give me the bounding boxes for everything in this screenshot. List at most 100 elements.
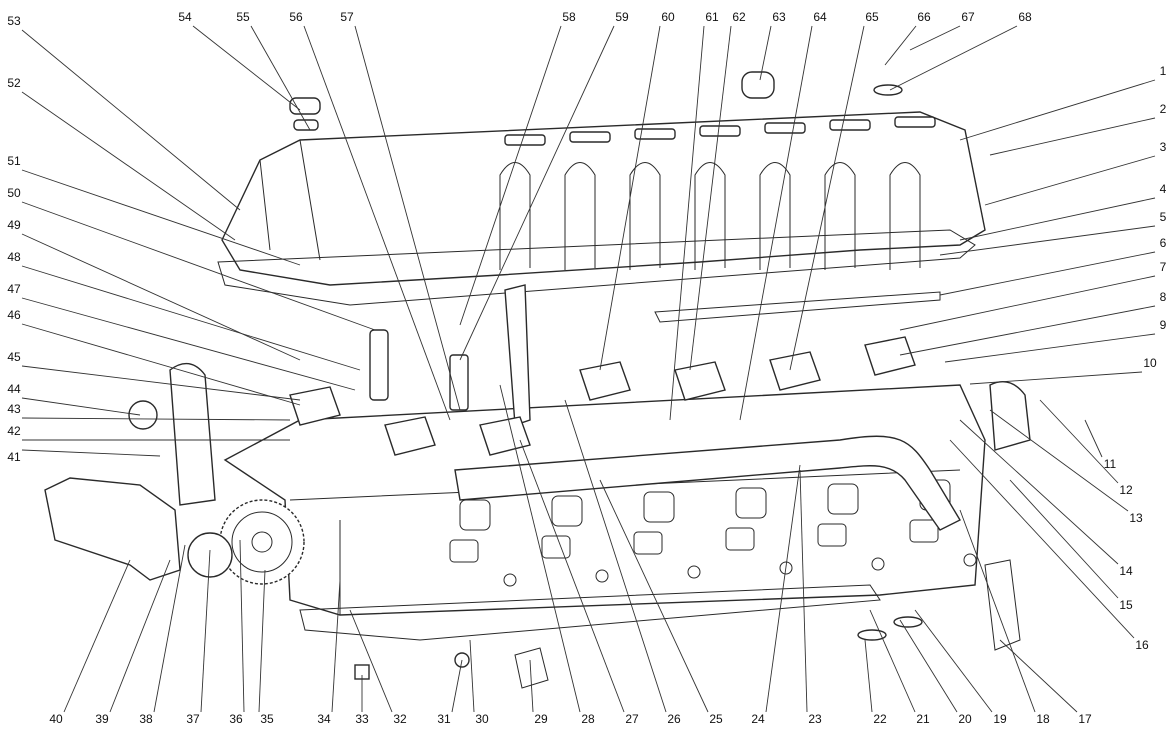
callout-31: 31 bbox=[437, 712, 451, 726]
callout-40: 40 bbox=[49, 712, 63, 726]
leader-line-44 bbox=[21, 397, 141, 416]
leader-line-41 bbox=[21, 449, 161, 457]
leader-line-59 bbox=[459, 25, 615, 361]
callout-58: 58 bbox=[562, 10, 576, 24]
leader-line-60 bbox=[599, 25, 661, 371]
callout-55: 55 bbox=[236, 10, 250, 24]
leader-line-36 bbox=[239, 539, 245, 713]
cover-gasket bbox=[217, 229, 976, 306]
callout-61: 61 bbox=[705, 10, 719, 24]
leader-line-25 bbox=[599, 479, 709, 713]
outlet-gasket bbox=[514, 647, 549, 689]
leader-line-4 bbox=[959, 197, 1156, 241]
callout-8: 8 bbox=[1160, 290, 1167, 304]
callout-64: 64 bbox=[813, 10, 827, 24]
injector-sleeve bbox=[449, 354, 469, 411]
leader-line-12 bbox=[1039, 399, 1119, 484]
callout-51: 51 bbox=[7, 154, 21, 168]
leader-line-65 bbox=[789, 25, 865, 371]
callout-39: 39 bbox=[95, 712, 109, 726]
callout-57: 57 bbox=[340, 10, 354, 24]
leader-line-66 bbox=[884, 25, 917, 66]
callout-28: 28 bbox=[581, 712, 595, 726]
callout-62: 62 bbox=[732, 10, 746, 24]
leader-line-26 bbox=[564, 399, 667, 713]
leader-line-58 bbox=[459, 25, 562, 326]
leader-line-50 bbox=[21, 201, 376, 331]
thermostat-gasket bbox=[984, 559, 1021, 651]
callout-59: 59 bbox=[615, 10, 629, 24]
callout-4: 4 bbox=[1160, 182, 1167, 196]
leader-line-5 bbox=[939, 225, 1156, 256]
leader-line-16 bbox=[949, 439, 1135, 639]
callout-18: 18 bbox=[1036, 712, 1050, 726]
callout-66: 66 bbox=[917, 10, 931, 24]
callout-17: 17 bbox=[1078, 712, 1092, 726]
callout-19: 19 bbox=[993, 712, 1007, 726]
leader-line-27 bbox=[519, 439, 625, 713]
callout-16: 16 bbox=[1135, 638, 1149, 652]
leader-line-15 bbox=[1009, 479, 1119, 599]
callout-10: 10 bbox=[1143, 356, 1157, 370]
valve-spring bbox=[369, 329, 389, 401]
leader-line-49 bbox=[21, 233, 301, 361]
leader-line-19 bbox=[914, 609, 993, 713]
leader-line-51 bbox=[21, 169, 301, 266]
callout-12: 12 bbox=[1119, 483, 1133, 497]
bracket bbox=[504, 284, 531, 426]
callout-43: 43 bbox=[7, 402, 21, 416]
callout-14: 14 bbox=[1119, 564, 1133, 578]
callout-5: 5 bbox=[1160, 210, 1167, 224]
leader-line-64 bbox=[739, 25, 813, 421]
leader-line-55 bbox=[250, 25, 311, 131]
cylinder-head bbox=[223, 384, 986, 616]
leader-line-17 bbox=[999, 639, 1078, 713]
leader-line-18 bbox=[959, 509, 1036, 713]
callout-13: 13 bbox=[1129, 511, 1143, 525]
callout-29: 29 bbox=[534, 712, 548, 726]
injector-rail bbox=[654, 291, 941, 323]
leader-line-1 bbox=[959, 79, 1156, 141]
pump-housing bbox=[44, 477, 181, 581]
leader-line-52 bbox=[21, 91, 236, 241]
callout-53: 53 bbox=[7, 14, 21, 28]
leader-line-38 bbox=[153, 544, 186, 713]
callout-15: 15 bbox=[1119, 598, 1133, 612]
callout-7: 7 bbox=[1160, 260, 1167, 274]
callout-49: 49 bbox=[7, 218, 21, 232]
callout-1: 1 bbox=[1160, 64, 1167, 78]
leader-line-9 bbox=[944, 333, 1156, 363]
callout-52: 52 bbox=[7, 76, 21, 90]
leader-line-56 bbox=[303, 25, 451, 421]
callout-24: 24 bbox=[751, 712, 765, 726]
leader-line-67 bbox=[909, 25, 961, 51]
callout-46: 46 bbox=[7, 308, 21, 322]
callout-47: 47 bbox=[7, 282, 21, 296]
leader-line-48 bbox=[21, 265, 361, 371]
head-gasket bbox=[299, 584, 881, 641]
callout-63: 63 bbox=[772, 10, 786, 24]
callout-60: 60 bbox=[661, 10, 675, 24]
callout-3: 3 bbox=[1160, 140, 1167, 154]
leader-line-32 bbox=[349, 609, 393, 713]
leader-line-31 bbox=[451, 659, 463, 713]
leader-line-2 bbox=[989, 117, 1156, 156]
leader-line-3 bbox=[984, 155, 1156, 206]
callout-11: 11 bbox=[1104, 457, 1117, 471]
leader-line-29 bbox=[529, 659, 534, 713]
leader-line-45 bbox=[21, 365, 301, 401]
callout-9: 9 bbox=[1160, 318, 1167, 332]
leader-line-68 bbox=[889, 25, 1018, 91]
valve-cover bbox=[221, 97, 986, 286]
leader-line-11 bbox=[1084, 419, 1103, 458]
callout-36: 36 bbox=[229, 712, 243, 726]
leader-line-20 bbox=[899, 619, 958, 713]
callout-41: 41 bbox=[7, 450, 21, 464]
leader-line-43 bbox=[21, 417, 291, 421]
seal-plug bbox=[128, 400, 158, 430]
callout-33: 33 bbox=[355, 712, 369, 726]
leader-line-63 bbox=[759, 25, 772, 81]
callout-27: 27 bbox=[625, 712, 639, 726]
leader-line-46 bbox=[21, 323, 301, 406]
